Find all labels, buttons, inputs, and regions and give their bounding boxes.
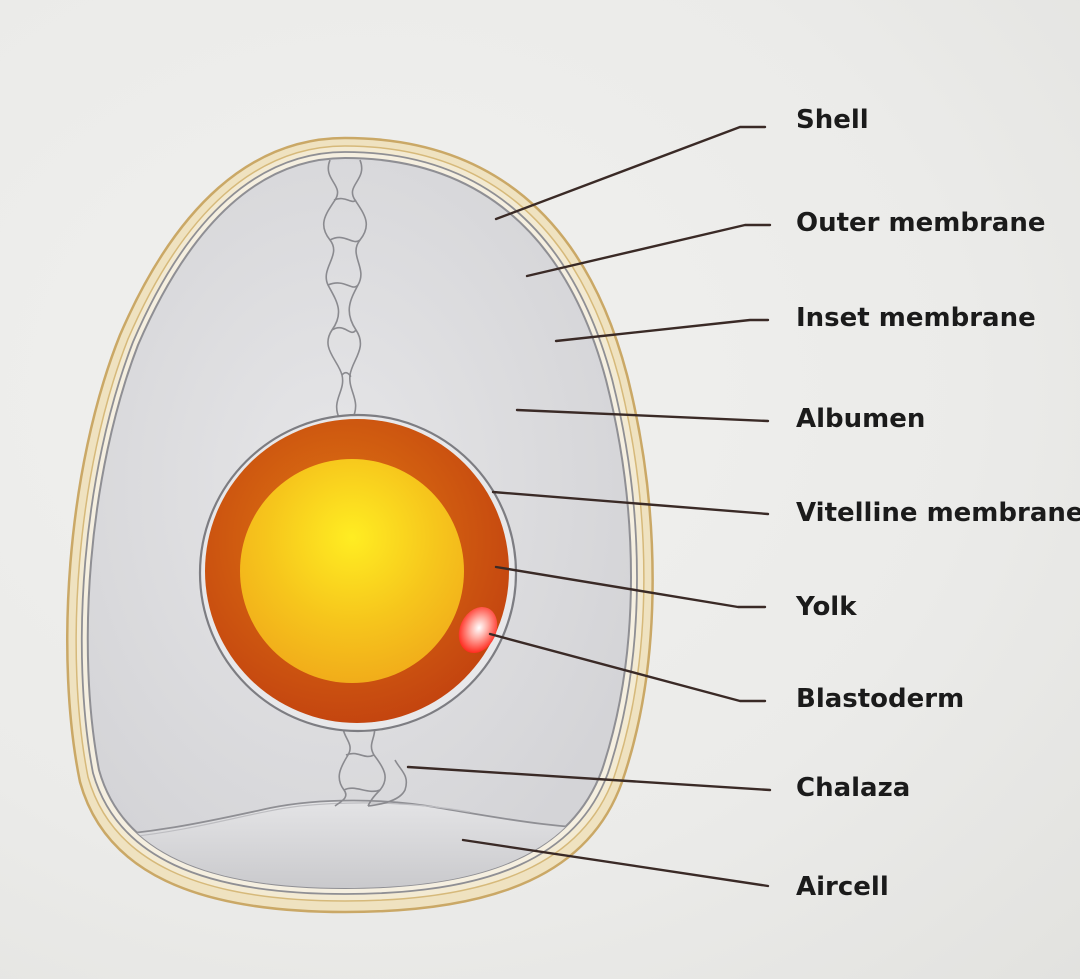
leader-aircell (461, 838, 770, 888)
label-albumen: Albumen (796, 404, 926, 434)
leader-blastoderm (488, 632, 767, 703)
leader-outer-membrane (525, 223, 772, 278)
leader-lines (406, 125, 772, 888)
blastoderm-spot (458, 606, 498, 654)
label-vitelline-membrane: Vitelline membrane (796, 498, 1080, 528)
label-shell: Shell (796, 105, 869, 135)
label-blastoderm: Blastoderm (796, 684, 965, 714)
leader-inset-membrane (554, 318, 770, 343)
chalaza-lower (334, 721, 408, 807)
leader-chalaza (406, 765, 772, 792)
label-aircell: Aircell (796, 872, 889, 902)
leader-albumen (515, 408, 770, 423)
label-yolk: Yolk (796, 592, 857, 622)
yolk-inner (240, 459, 464, 683)
leader-vitelline-membrane (491, 490, 770, 516)
leader-yolk (494, 565, 767, 609)
label-outer-membrane: Outer membrane (796, 208, 1046, 238)
label-inset-membrane: Inset membrane (796, 303, 1036, 333)
leader-shell (494, 125, 767, 221)
label-chalaza: Chalaza (796, 773, 911, 803)
